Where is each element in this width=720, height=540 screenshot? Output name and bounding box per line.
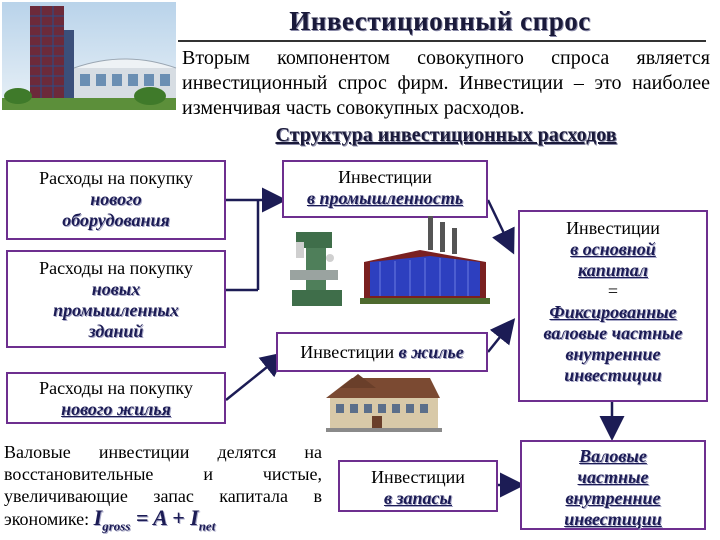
box-invest-housing: Инвестиции в жилье bbox=[276, 332, 488, 372]
box-label: Расходы на покупку bbox=[39, 258, 193, 278]
arrow-industry-to-fixed bbox=[486, 199, 515, 255]
formula-i: I bbox=[93, 505, 103, 530]
arrow-housing-to-fixed bbox=[487, 318, 516, 353]
structure-subtitle: Структура инвестиционных расходов bbox=[275, 124, 617, 146]
box-emphasis: в промышленность bbox=[306, 188, 464, 208]
box-emphasis-gross: валовые частные внутренние инвестиции bbox=[543, 323, 683, 385]
box-label: Инвестиции bbox=[338, 167, 432, 187]
box-new-housing: Расходы на покупку нового жилья bbox=[6, 372, 226, 424]
box-new-buildings: Расходы на покупку новых промышленных зд… bbox=[6, 250, 226, 348]
investment-formula: Igross = A + Inet bbox=[93, 505, 216, 534]
equals-sign: = bbox=[607, 281, 619, 301]
box-label: Инвестиции bbox=[300, 342, 395, 362]
box-label: Расходы на покупку bbox=[39, 168, 193, 188]
title-divider bbox=[178, 40, 706, 42]
formula-gross: gross bbox=[102, 518, 131, 534]
box-gross-investment: Валовые частные внутренние инвестиции bbox=[520, 440, 706, 530]
box-emphasis-fixed: Фиксированные bbox=[549, 302, 677, 322]
box-label: Инвестиции bbox=[566, 218, 660, 238]
box-emphasis: новых промышленных зданий bbox=[53, 279, 179, 341]
bottom-text: Валовые инвестиции делятся на восстанови… bbox=[4, 442, 322, 529]
box-emphasis: в запасы bbox=[383, 488, 453, 508]
box-invest-inventory: Инвестиции в запасы bbox=[338, 460, 498, 512]
box-emphasis: нового оборудования bbox=[62, 189, 170, 230]
box-label: Инвестиции bbox=[371, 467, 465, 487]
box-label: Расходы на покупку bbox=[39, 378, 193, 398]
intro-paragraph: Вторым компонентом совокупного спроса яв… bbox=[182, 47, 710, 119]
box-invest-industry: Инвестиции в промышленность bbox=[282, 160, 488, 218]
box-emphasis: в жилье bbox=[398, 342, 464, 362]
box-emphasis-capital: в основной капитал bbox=[570, 239, 656, 280]
arrow-housing-to-housing bbox=[225, 351, 286, 401]
box-emphasis: нового жилья bbox=[61, 399, 171, 419]
bottom-explanation: Валовые инвестиции делятся на восстанови… bbox=[4, 441, 322, 537]
box-emphasis: Валовые частные внутренние инвестиции bbox=[564, 446, 662, 529]
page-title: Инвестиционный спрос bbox=[289, 6, 591, 36]
box-new-equipment: Расходы на покупку нового оборудования bbox=[6, 160, 226, 240]
box-fixed-investment: Инвестиции в основной капитал = Фиксиров… bbox=[518, 210, 708, 402]
formula-mid: = A + I bbox=[130, 505, 199, 530]
formula-net: net bbox=[198, 518, 216, 534]
